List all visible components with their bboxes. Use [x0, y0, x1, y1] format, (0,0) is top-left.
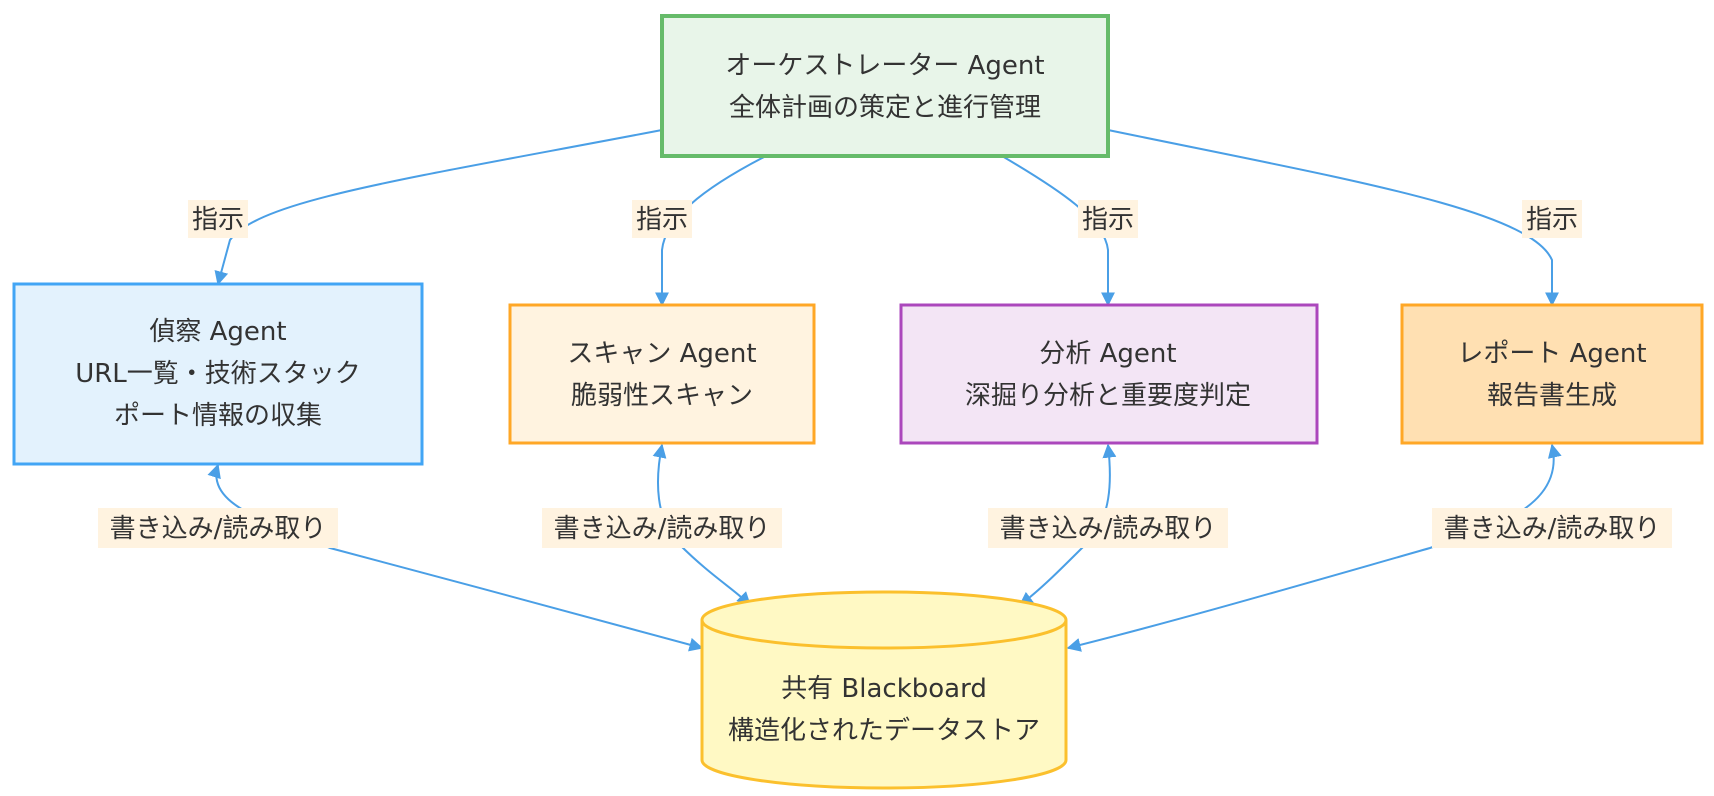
report-agent-title: レポート Agent — [1457, 339, 1646, 369]
analysis-agent-description: 深掘り分析と重要度判定 — [965, 381, 1251, 411]
edge-label-readwrite-report: 書き込み/読み取り — [1432, 508, 1672, 548]
svg-text:指示: 指示 — [1526, 205, 1578, 235]
svg-text:書き込み/読み取り: 書き込み/読み取り — [554, 514, 771, 544]
svg-text:書き込み/読み取り: 書き込み/読み取り — [110, 514, 327, 544]
recon-agent-description-2: ポート情報の収集 — [114, 401, 322, 431]
edge-label-readwrite-analysis: 書き込み/読み取り — [988, 508, 1228, 548]
scan-agent-description: 脆弱性スキャン — [571, 381, 753, 411]
svg-text:指示: 指示 — [636, 205, 688, 235]
svg-text:書き込み/読み取り: 書き込み/読み取り — [1444, 514, 1661, 544]
edge-orchestrator-to-recon — [214, 129, 663, 286]
edge-label-instruct-analysis: 指示 — [1078, 200, 1138, 238]
report-agent-description: 報告書生成 — [1487, 381, 1617, 411]
node-shared-blackboard: 共有 Blackboard 構造化されたデータストア — [700, 590, 1068, 790]
edge-report-blackboard — [1066, 443, 1562, 652]
edge-label-instruct-report: 指示 — [1522, 200, 1582, 238]
edge-recon-blackboard — [207, 463, 704, 652]
node-report-agent: レポート Agent 報告書生成 — [1400, 303, 1704, 445]
edge-label-readwrite-recon: 書き込み/読み取り — [98, 508, 338, 548]
edge-label-instruct-scan: 指示 — [632, 200, 692, 238]
edge-label-instruct-recon: 指示 — [188, 200, 248, 238]
edge-label-readwrite-scan: 書き込み/読み取り — [542, 508, 782, 548]
recon-agent-title: 偵察 Agent — [149, 317, 286, 347]
recon-agent-description-1: URL一覧・技術スタック — [75, 359, 361, 389]
node-orchestrator: オーケストレーター Agent 全体計画の策定と進行管理 — [660, 14, 1110, 158]
orchestrator-title: オーケストレーター Agent — [725, 51, 1044, 81]
orchestrator-description: 全体計画の策定と進行管理 — [729, 93, 1041, 123]
node-recon-agent: 偵察 Agent URL一覧・技術スタック ポート情報の収集 — [12, 282, 424, 466]
blackboard-description: 構造化されたデータストア — [728, 716, 1040, 746]
svg-text:書き込み/読み取り: 書き込み/読み取り — [1000, 514, 1217, 544]
node-scan-agent: スキャン Agent 脆弱性スキャン — [508, 303, 816, 445]
edge-orchestrator-to-report — [1107, 129, 1559, 307]
node-analysis-agent: 分析 Agent 深掘り分析と重要度判定 — [899, 303, 1319, 445]
scan-agent-title: スキャン Agent — [567, 339, 756, 369]
svg-text:指示: 指示 — [192, 205, 244, 235]
analysis-agent-title: 分析 Agent — [1039, 339, 1176, 369]
svg-text:指示: 指示 — [1082, 205, 1134, 235]
blackboard-title: 共有 Blackboard — [781, 674, 987, 704]
